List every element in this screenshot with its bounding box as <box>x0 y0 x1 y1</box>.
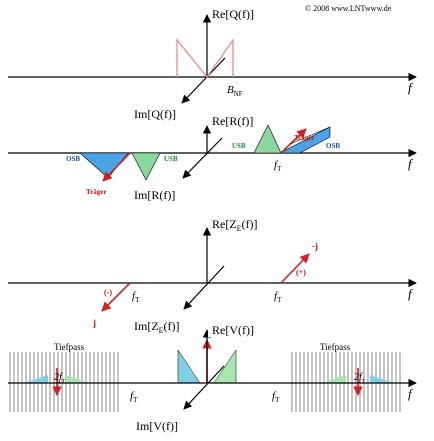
panel-ze-im-axis <box>183 265 225 310</box>
panel-r-osb-right <box>279 126 331 154</box>
panel-r-osb-right-label: OSB <box>326 142 340 150</box>
panel-r-traeger-right-arrow <box>280 128 307 154</box>
panel-v-right-green <box>322 375 346 383</box>
panel-r-usb-left-label: USB <box>164 155 178 163</box>
panel-v-tiefpass-left: Tiefpass <box>54 342 85 352</box>
panel-ze: Re[ZE(f)] Im[ZE(f)] f -j (+) (-) j fT fT <box>8 217 417 335</box>
panel-ze-minus-j: -j <box>312 241 318 251</box>
panel-ze-im-label: Im[ZE(f)] <box>134 319 180 335</box>
panel-r-im-guide-right <box>289 126 331 145</box>
panel-v-left-green <box>66 375 90 383</box>
panel-ze-j: j <box>92 318 96 328</box>
panel-v-2ft-left: 2fT <box>54 372 66 385</box>
panel-v-f-label: f <box>408 386 414 401</box>
panel-q: Re[Q(f)] Im[Q(f)] f BNF <box>8 7 417 121</box>
panel-v-im-label: Im[V(f)] <box>136 419 178 433</box>
panel-r-traeger-right-label: Träger <box>294 134 314 142</box>
panel-r-im-label: Im[R(f)] <box>134 188 175 202</box>
panel-r: Re[R(f)] Im[R(f)] f USB OSB Träger OSB U… <box>8 114 417 202</box>
panel-v-ft-right: fT <box>272 390 280 404</box>
panel-q-re-label: Re[Q(f)] <box>212 7 254 21</box>
panel-ze-right-arrow <box>280 253 310 284</box>
panel-r-f-label: f <box>408 156 414 171</box>
copyright-text: © 2008 www.LNTwww.de <box>305 4 392 13</box>
panel-ze-ft-right: fT <box>274 290 282 304</box>
panel-r-usb-left <box>131 152 161 181</box>
panel-ze-left-arrow <box>101 282 131 312</box>
panel-q-im-axis <box>181 57 226 104</box>
panel-r-usb-right <box>253 124 282 154</box>
lowpass-stopband-hatching <box>9 352 401 412</box>
panel-ze-f-label: f <box>408 286 414 301</box>
panel-r-traeger-left-arrow <box>102 152 131 182</box>
panel-r-im-axis <box>182 137 223 179</box>
panel-r-traeger-left-label: Träger <box>86 188 106 196</box>
panel-v-ft-left: fT <box>130 390 138 404</box>
panel-v-tiefpass-right: Tiefpass <box>320 342 351 352</box>
panel-r-ft-label: fT <box>274 159 282 173</box>
panel-v-re-label: Re[V(f)] <box>212 323 254 337</box>
panel-r-osb-left-label: OSB <box>66 155 80 163</box>
panel-r-osb-left <box>79 152 129 179</box>
panel-r-re-label: Re[R(f)] <box>212 114 253 128</box>
panel-ze-minus-sign: (-) <box>104 288 112 297</box>
panel-v-base-green <box>213 349 237 384</box>
panel-v-im-axis <box>183 365 225 410</box>
panel-q-f-label: f <box>408 80 414 95</box>
panel-v-base-cyan <box>177 349 201 384</box>
panel-ze-re-label: Re[ZE(f)] <box>212 217 258 233</box>
panel-ze-plus-sign: (+) <box>296 268 306 277</box>
panel-v-left-cyan <box>24 375 48 383</box>
panel-v: Re[V(f)] Im[V(f)] f Tiefpass Tiefpass 2f… <box>8 323 417 433</box>
panel-v-2ft-right: 2fT <box>354 372 366 385</box>
panel-v-right-cyan <box>370 375 394 383</box>
panel-q-spectrum <box>176 37 234 79</box>
panel-ze-ft-left: fT <box>132 290 140 304</box>
panel-q-im-label: Im[Q(f)] <box>134 107 176 121</box>
panel-r-usb-right-label: USB <box>232 142 246 150</box>
panel-q-bnf-label: BNF <box>227 84 243 98</box>
